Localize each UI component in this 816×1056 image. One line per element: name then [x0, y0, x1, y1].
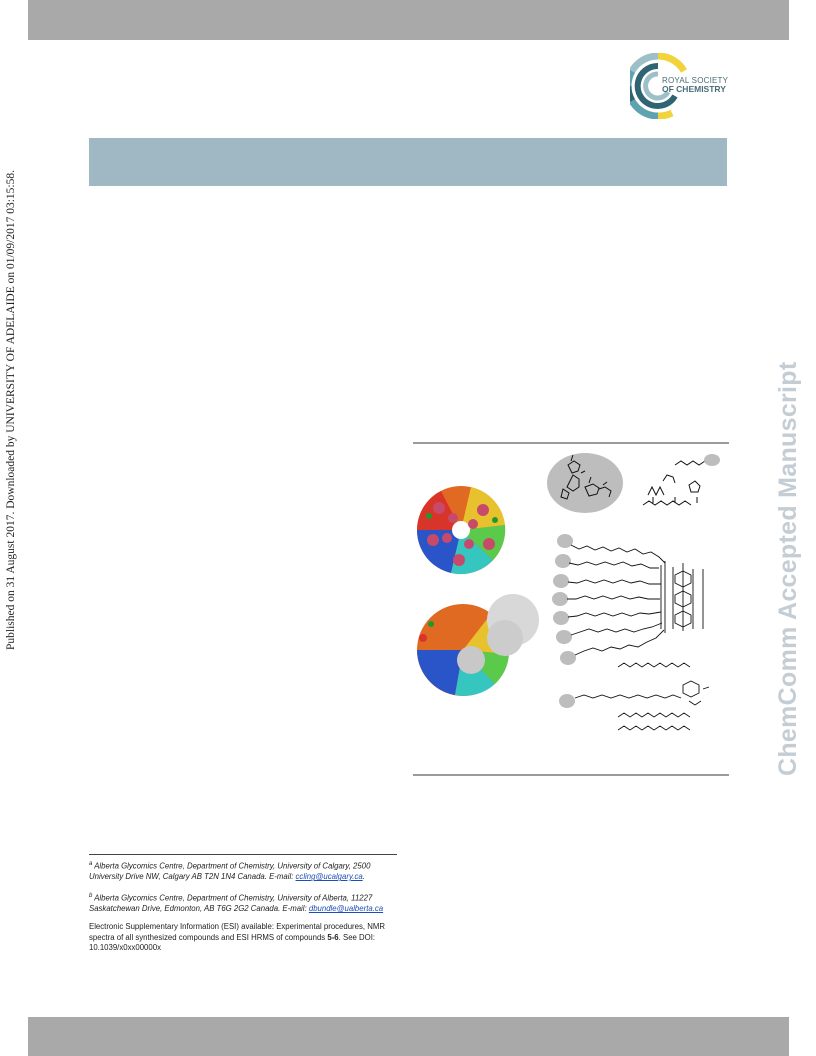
footnote-a: a Alberta Glycomics Centre, Department o…: [89, 859, 397, 883]
footnote-text: Alberta Glycomics Centre, Department of …: [89, 893, 373, 913]
logo-line2: OF CHEMISTRY: [662, 84, 726, 94]
email-link[interactable]: dbundle@ualberta.ca: [308, 903, 384, 913]
figure-bottom-rule: [413, 774, 729, 776]
accepted-manuscript-watermark: ChemComm Accepted Manuscript: [774, 361, 802, 777]
footnote-marker: b: [89, 892, 93, 899]
figure-top-rule: [413, 442, 729, 444]
rsc-logo: [630, 53, 688, 119]
email-link[interactable]: ccling@ucalgary.ca: [295, 872, 363, 882]
footnote-separator: [89, 854, 397, 855]
esi-compounds: 5-6: [327, 932, 339, 942]
logo-line1: ROYAL SOCIETY: [662, 76, 729, 85]
footer-bar: [28, 1017, 789, 1056]
footnote-text: Alberta Glycomics Centre, Department of …: [89, 861, 371, 882]
footnote-tail: .: [362, 872, 365, 882]
figure-graphic: [416, 453, 720, 731]
esi-doi: . See DOI: 10.1039/x0xx00000x: [89, 932, 376, 953]
footnote-marker: a: [89, 861, 93, 867]
title-band: [89, 138, 727, 186]
rsc-logo-text: ROYAL SOCIETY OF CHEMISTRY: [662, 76, 728, 94]
esi-note: Electronic Supplementary Information (ES…: [89, 922, 397, 954]
glycan-ellipse: [547, 453, 623, 513]
footnotes: a Alberta Glycomics Centre, Department o…: [89, 854, 397, 954]
protein-surface-top: [416, 486, 506, 575]
publication-note: Published on 31 August 2017. Downloaded …: [5, 169, 17, 650]
esi-text: Electronic Supplementary Information (ES…: [89, 922, 385, 942]
footnote-b: b Alberta Glycomics Centre, Department o…: [89, 891, 397, 915]
protein-surface-bottom: [417, 594, 539, 696]
header-bar: [28, 0, 789, 40]
